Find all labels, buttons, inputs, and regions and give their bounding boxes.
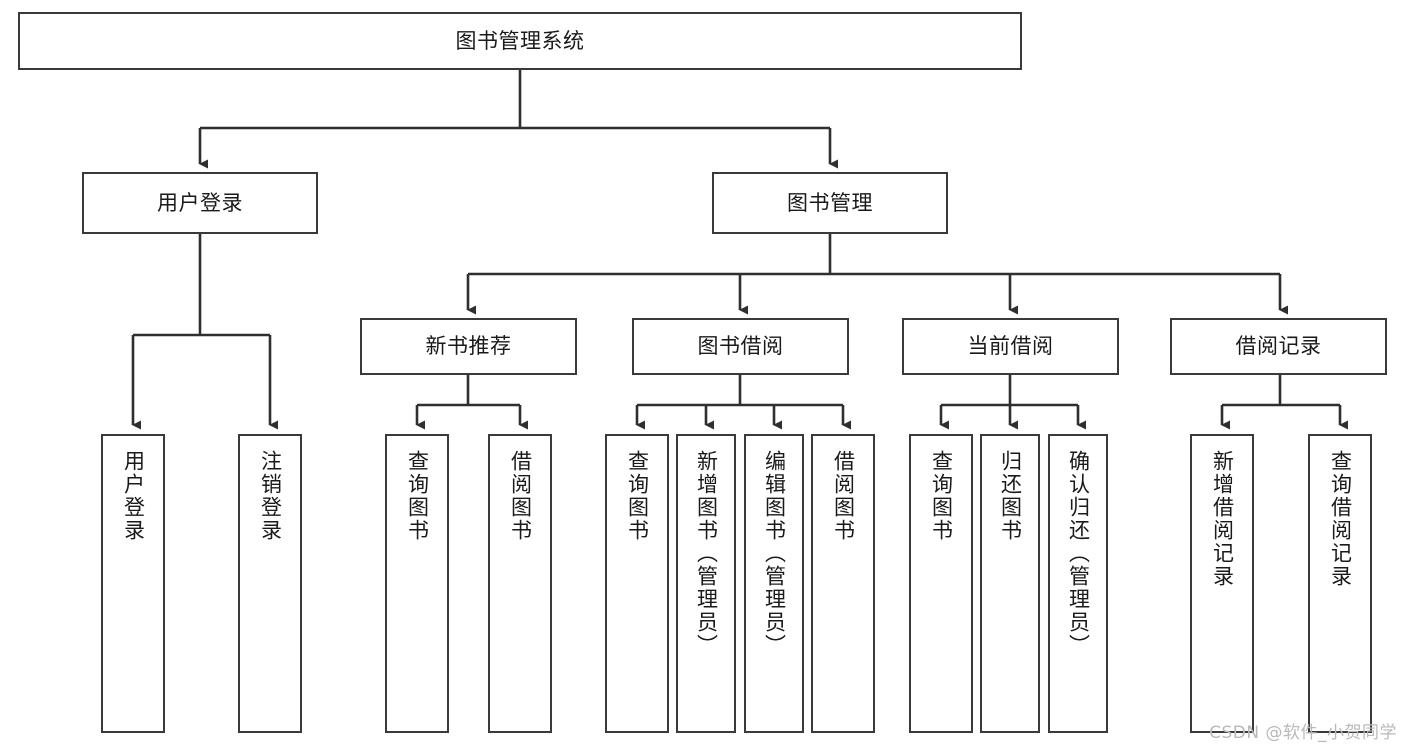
node-leaf-borrow-book-2-label: 借阅图书	[831, 450, 856, 542]
node-leaf-borrow-book-1[interactable]: 借阅图书	[488, 434, 552, 733]
node-current-borrow-label: 当前借阅	[967, 334, 1054, 359]
node-leaf-add-record[interactable]: 新增借阅记录	[1190, 434, 1254, 733]
node-leaf-user-login-label: 用户登录	[121, 450, 146, 542]
node-leaf-add-record-label: 新增借阅记录	[1210, 450, 1235, 588]
csdn-watermark: CSDN @软件_小贺同学	[1209, 723, 1397, 743]
node-current-borrow[interactable]: 当前借阅	[902, 318, 1119, 375]
node-borrow-record-label: 借阅记录	[1235, 334, 1322, 359]
node-leaf-edit-book[interactable]: 编辑图书（管理员）	[744, 434, 804, 733]
node-leaf-confirm-return-label: 确认归还（管理员）	[1066, 450, 1091, 657]
node-leaf-query-record[interactable]: 查询借阅记录	[1308, 434, 1372, 733]
node-leaf-query-book-2[interactable]: 查询图书	[605, 434, 669, 733]
node-leaf-user-login[interactable]: 用户登录	[101, 434, 165, 733]
node-leaf-return-book-label: 归还图书	[998, 450, 1023, 542]
node-borrow-record[interactable]: 借阅记录	[1170, 318, 1387, 375]
node-leaf-query-book-2-label: 查询图书	[625, 450, 650, 542]
node-book-borrow[interactable]: 图书借阅	[632, 318, 849, 375]
node-leaf-confirm-return[interactable]: 确认归还（管理员）	[1048, 434, 1108, 733]
node-leaf-edit-book-label: 编辑图书（管理员）	[762, 450, 787, 657]
node-user-login[interactable]: 用户登录	[82, 172, 318, 234]
node-leaf-add-book[interactable]: 新增图书（管理员）	[676, 434, 736, 733]
node-leaf-query-book-3[interactable]: 查询图书	[909, 434, 973, 733]
node-new-book-recommend-label: 新书推荐	[425, 334, 512, 359]
node-new-book-recommend[interactable]: 新书推荐	[360, 318, 577, 375]
node-leaf-borrow-book-2[interactable]: 借阅图书	[811, 434, 875, 733]
node-leaf-borrow-book-1-label: 借阅图书	[508, 450, 533, 542]
node-leaf-query-book-1[interactable]: 查询图书	[385, 434, 449, 733]
node-book-management[interactable]: 图书管理	[712, 172, 948, 234]
node-root-book-management-system[interactable]: 图书管理系统	[18, 12, 1022, 70]
node-user-login-label: 用户登录	[157, 190, 243, 215]
node-leaf-query-book-3-label: 查询图书	[929, 450, 954, 542]
node-leaf-add-book-label: 新增图书（管理员）	[694, 450, 719, 657]
node-book-management-label: 图书管理	[787, 190, 873, 215]
node-leaf-query-record-label: 查询借阅记录	[1328, 450, 1353, 588]
node-leaf-logout[interactable]: 注销登录	[238, 434, 302, 733]
node-leaf-query-book-1-label: 查询图书	[405, 450, 430, 542]
node-leaf-logout-label: 注销登录	[258, 450, 283, 542]
node-book-borrow-label: 图书借阅	[697, 334, 784, 359]
node-root-label: 图书管理系统	[455, 28, 585, 53]
node-leaf-return-book[interactable]: 归还图书	[980, 434, 1040, 733]
